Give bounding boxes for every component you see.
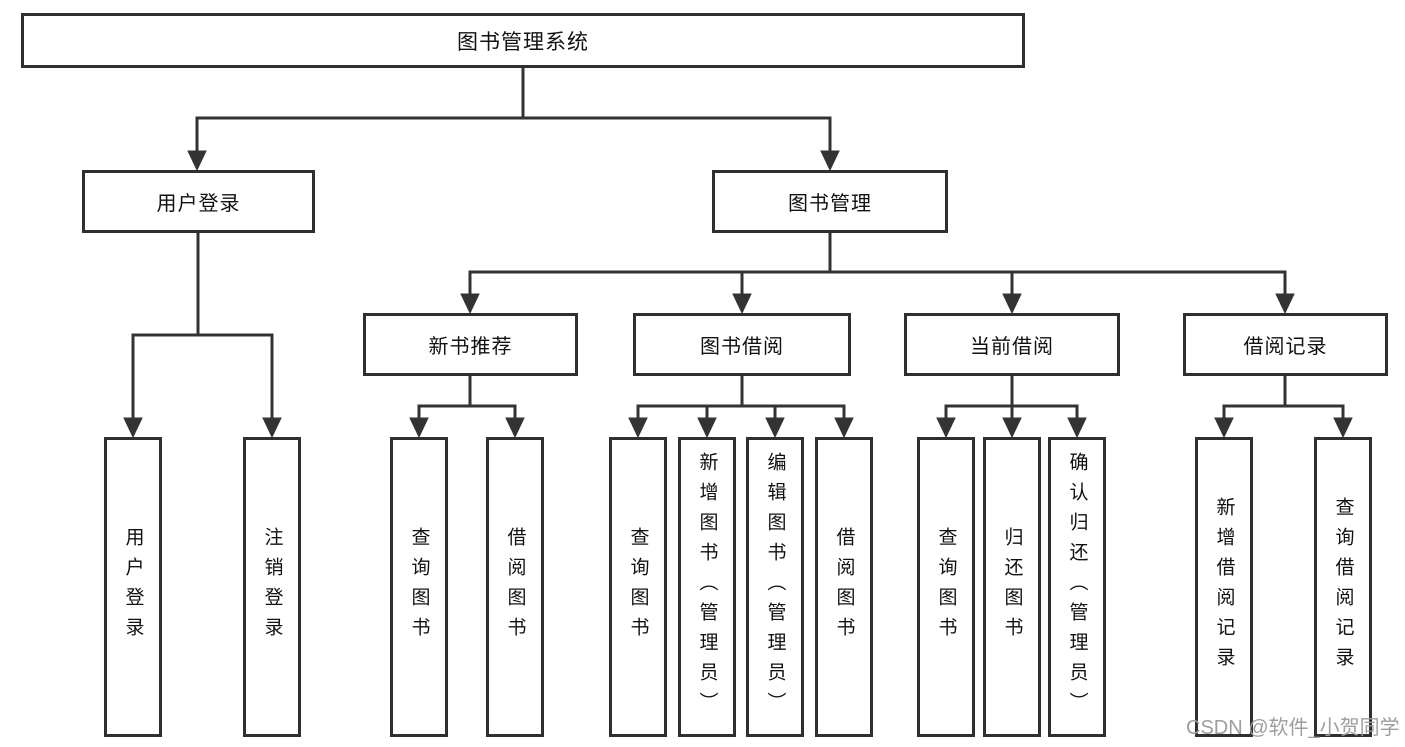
node-leaf-bb-add-books: 新增图书（管理员） (678, 437, 736, 737)
node-book-management-label: 图书管理 (788, 193, 872, 215)
arrow-down-icon (1275, 293, 1295, 315)
node-root-system-label: 图书管理系统 (457, 30, 589, 54)
connector-book-mgmt-children (468, 233, 1287, 296)
arrow-down-icon (409, 417, 429, 439)
arrow-down-icon (1002, 293, 1022, 315)
arrow-down-icon (820, 150, 840, 172)
node-book-borrowing: 图书借阅 (633, 313, 851, 376)
csdn-watermark: CSDN @软件_小贺同学 (1186, 717, 1400, 739)
arrow-down-icon (187, 150, 207, 172)
node-leaf-nb-borrow-books-label: 借阅图书 (504, 527, 526, 647)
arrow-down-icon (732, 293, 752, 315)
arrow-down-icon (262, 417, 282, 439)
node-leaf-bb-query-books-label: 查询图书 (627, 527, 649, 647)
arrow-down-icon (123, 417, 143, 439)
node-current-borrowing: 当前借阅 (904, 313, 1120, 376)
node-leaf-nb-query-books-label: 查询图书 (408, 527, 430, 647)
node-borrowing-records: 借阅记录 (1183, 313, 1388, 376)
arrow-down-icon (460, 293, 480, 315)
arrow-down-icon (1214, 417, 1234, 439)
node-leaf-br-add-record-label: 新增借阅记录 (1213, 497, 1235, 677)
node-user-login-label: 用户登录 (156, 193, 241, 215)
node-leaf-cb-return-books-label: 归还图书 (1001, 527, 1023, 647)
node-leaf-cb-confirm-return: 确认归还（管理员） (1048, 437, 1106, 737)
arrowheads (123, 150, 1353, 439)
node-new-book-recommend-label: 新书推荐 (428, 336, 513, 358)
node-leaf-br-add-record: 新增借阅记录 (1195, 437, 1253, 737)
arrow-down-icon (628, 417, 648, 439)
node-leaf-bb-edit-books-label: 编辑图书（管理员） (764, 452, 786, 722)
node-new-book-recommend: 新书推荐 (363, 313, 578, 376)
connector-root-to-level2 (195, 68, 832, 152)
connector-user-login-children (131, 233, 274, 421)
connector-new-book-children (417, 376, 517, 421)
arrow-down-icon (1067, 417, 1087, 439)
arrow-down-icon (834, 417, 854, 439)
node-leaf-bb-add-books-label: 新增图书（管理员） (696, 452, 718, 722)
node-leaf-user-login-label: 用户登录 (122, 527, 144, 647)
node-leaf-logout-label: 注销登录 (261, 527, 283, 647)
node-leaf-bb-borrow-books-label: 借阅图书 (833, 527, 855, 647)
arrow-down-icon (936, 417, 956, 439)
connector-records-children (1222, 376, 1345, 421)
arrow-down-icon (1002, 417, 1022, 439)
node-current-borrowing-label: 当前借阅 (970, 336, 1054, 358)
node-leaf-user-login: 用户登录 (104, 437, 162, 737)
node-user-login: 用户登录 (82, 170, 315, 233)
node-book-management: 图书管理 (712, 170, 948, 233)
node-leaf-nb-query-books: 查询图书 (390, 437, 448, 737)
arrow-down-icon (765, 417, 785, 439)
node-leaf-cb-return-books: 归还图书 (983, 437, 1041, 737)
connector-borrowing-children (636, 376, 846, 421)
node-leaf-nb-borrow-books: 借阅图书 (486, 437, 544, 737)
node-leaf-cb-query-books-label: 查询图书 (935, 527, 957, 647)
node-root-system: 图书管理系统 (21, 13, 1025, 68)
node-book-borrowing-label: 图书借阅 (700, 336, 784, 358)
arrow-down-icon (697, 417, 717, 439)
node-leaf-br-query-record: 查询借阅记录 (1314, 437, 1372, 737)
connector-current-children (944, 376, 1079, 421)
node-leaf-bb-borrow-books: 借阅图书 (815, 437, 873, 737)
node-borrowing-records-label: 借阅记录 (1243, 336, 1328, 358)
node-leaf-cb-confirm-return-label: 确认归还（管理员） (1066, 452, 1088, 722)
node-leaf-bb-edit-books: 编辑图书（管理员） (746, 437, 804, 737)
arrow-down-icon (1333, 417, 1353, 439)
node-leaf-cb-query-books: 查询图书 (917, 437, 975, 737)
arrow-down-icon (505, 417, 525, 439)
connector-strokes (131, 68, 1345, 421)
node-leaf-bb-query-books: 查询图书 (609, 437, 667, 737)
node-leaf-logout: 注销登录 (243, 437, 301, 737)
node-leaf-br-query-record-label: 查询借阅记录 (1332, 497, 1354, 677)
